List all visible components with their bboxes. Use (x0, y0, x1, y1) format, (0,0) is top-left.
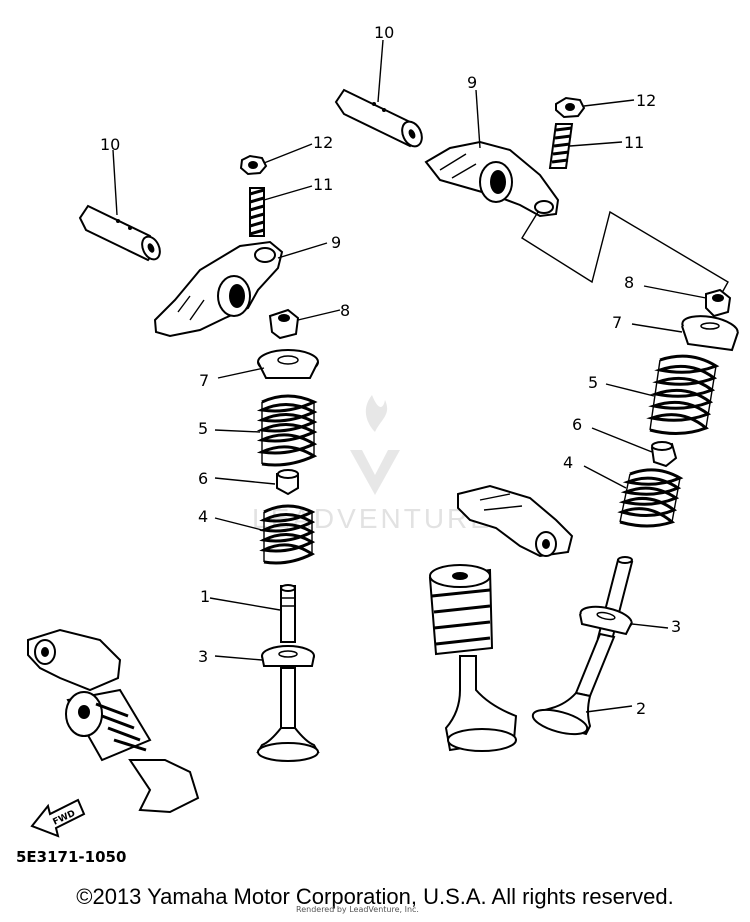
callout-right-seat: 3 (671, 617, 681, 636)
left-adjuster-screw (249, 187, 265, 237)
left-rocker-arm (153, 240, 284, 338)
callout-right-shaft: 10 (374, 23, 394, 42)
fwd-arrow: FWD (30, 798, 86, 838)
callout-left-inner-spring: 4 (198, 507, 208, 526)
callout-left-valve: 1 (200, 587, 210, 606)
left-inner-spring (259, 504, 316, 565)
bracket-line (521, 210, 729, 301)
callout-right-locknut: 12 (636, 91, 656, 110)
callout-left-cap: 8 (340, 301, 350, 320)
right-rocker-arm (424, 140, 560, 218)
right-valve-seat (579, 605, 633, 636)
callout-left-seat: 3 (198, 647, 208, 666)
right-valve-seal (650, 441, 678, 468)
left-valve-cap (268, 308, 300, 340)
right-locknut (555, 96, 586, 119)
right-spring-retainer (681, 315, 739, 352)
callout-right-rocker: 9 (467, 73, 477, 92)
left-locknut (239, 154, 268, 176)
callout-left-outer-spring: 5 (198, 419, 208, 438)
right-head-illustration (428, 484, 574, 752)
left-valve-seat (261, 645, 315, 667)
callout-left-shaft: 10 (100, 135, 120, 154)
copyright-notice: ©2013 Yamaha Motor Corporation, U.S.A. A… (76, 884, 674, 909)
callout-left-rocker: 9 (331, 233, 341, 252)
left-rocker-shaft (78, 204, 161, 262)
right-rocker-shaft (334, 88, 423, 148)
left-valve-seal (276, 469, 299, 496)
rendered-by-notice: Rendered by LeadVenture, Inc. (296, 905, 419, 914)
callout-right-retainer: 7 (612, 313, 622, 332)
callout-left-locknut: 12 (313, 133, 333, 152)
callout-right-adjuster: 11 (624, 133, 644, 152)
right-valve (531, 556, 634, 736)
callout-right-cap: 8 (624, 273, 634, 292)
left-spring-retainer (257, 349, 319, 379)
callout-right-outer-spring: 5 (588, 373, 598, 392)
left-valve (256, 584, 320, 762)
right-adjuster-screw (548, 123, 574, 169)
left-head-illustration (27, 628, 200, 814)
callout-right-valve: 2 (636, 699, 646, 718)
callout-left-retainer: 7 (199, 371, 209, 390)
callout-right-inner-spring: 4 (563, 453, 573, 472)
callout-left-seal: 6 (198, 469, 208, 488)
diagram-code: 5E3171-1050 (16, 848, 127, 866)
callout-right-seal: 6 (572, 415, 582, 434)
right-outer-spring (646, 354, 720, 435)
callout-left-adjuster: 11 (313, 175, 333, 194)
left-outer-spring (256, 394, 318, 467)
right-inner-spring (617, 468, 684, 528)
right-valve-cap (705, 288, 732, 318)
